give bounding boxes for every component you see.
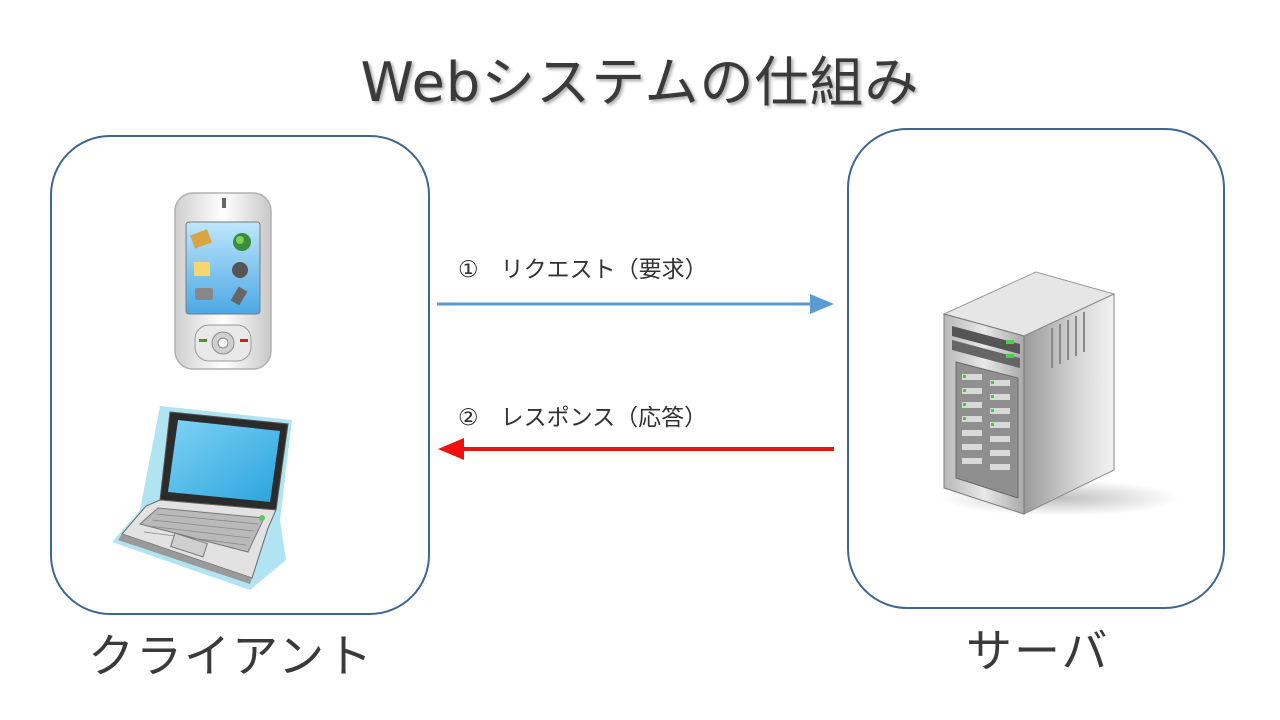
- request-text: リクエスト（要求）: [500, 257, 708, 283]
- response-number: ②: [458, 405, 479, 431]
- request-arrow: [437, 294, 834, 314]
- response-label: ② レスポンス（応答）: [458, 398, 707, 432]
- server-caption: サーバ: [966, 624, 1110, 678]
- laptop-icon: [112, 406, 292, 590]
- response-text: レスポンス（応答）: [500, 405, 708, 431]
- response-arrow: [438, 438, 834, 460]
- client-caption: クライアント: [88, 629, 375, 683]
- smartphone-icon: [174, 192, 272, 370]
- request-label: ① リクエスト（要求）: [458, 250, 708, 284]
- request-number: ①: [458, 257, 479, 283]
- server-icon: [940, 271, 1180, 516]
- page-title: Webシステムの仕組み: [360, 51, 920, 114]
